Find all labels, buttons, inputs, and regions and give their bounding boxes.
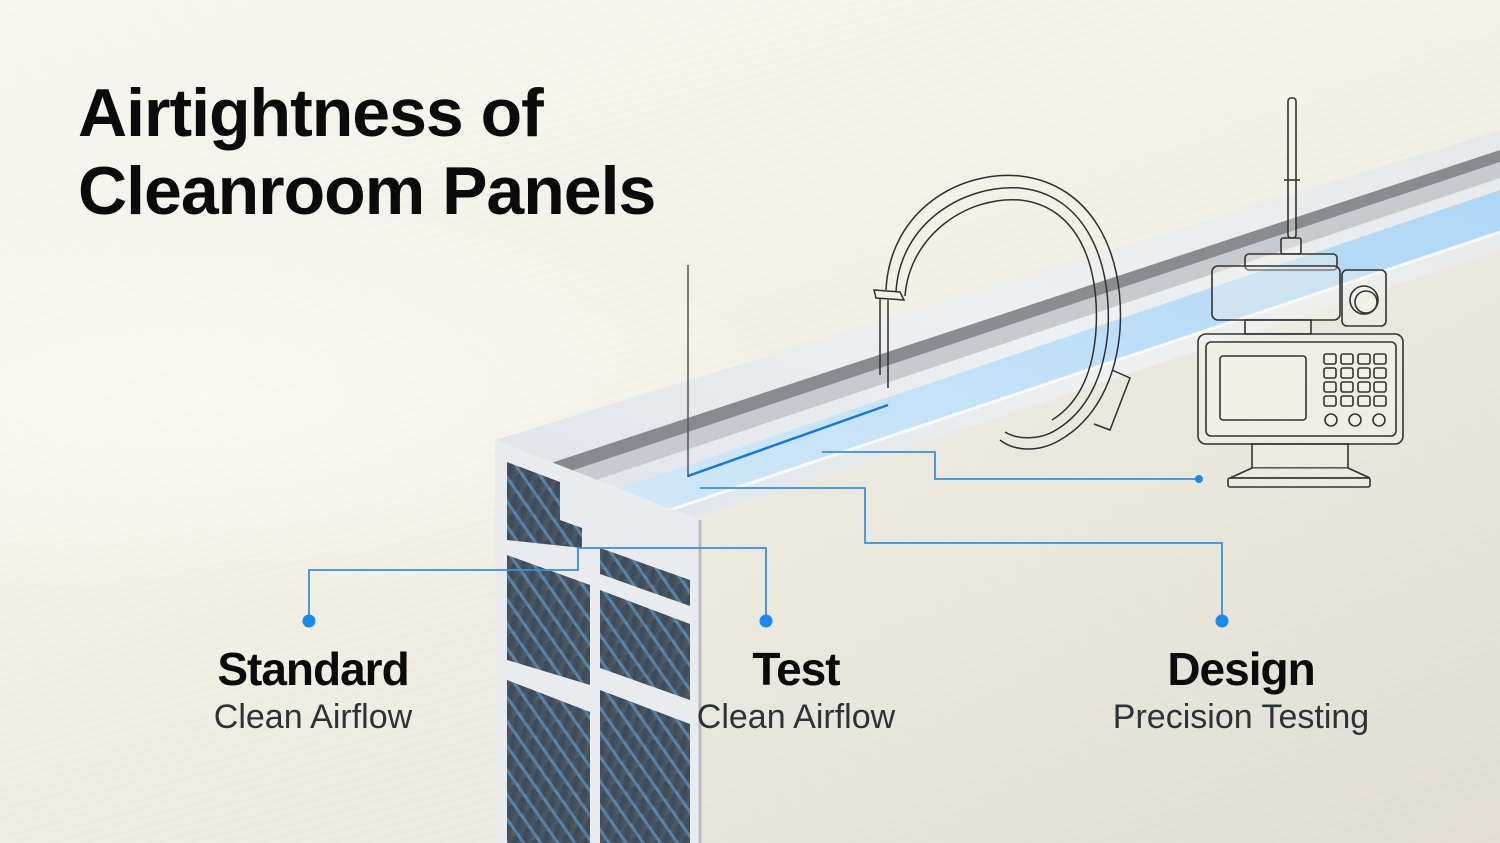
page-title: Airtightness of Cleanroom Panels <box>78 74 656 230</box>
callout-standard-label: Standard <box>217 643 409 695</box>
standard-dot <box>302 614 316 628</box>
callout-design-label: Design <box>1167 643 1315 695</box>
design-dot <box>1215 614 1229 628</box>
callout-design-sub: Precision Testing <box>1112 698 1370 736</box>
tester-dot <box>1195 475 1203 483</box>
test-dot <box>759 614 773 628</box>
panel-top-rail <box>495 130 1500 522</box>
airtightness-tester-icon <box>1197 97 1404 488</box>
title-line-1: Airtightness of <box>78 75 544 151</box>
seal-clip-icon <box>873 174 1131 450</box>
callout-test-label: Test <box>752 643 840 695</box>
title-line-2: Cleanroom Panels <box>78 153 656 229</box>
callout-standard: Standard Clean Airflow <box>143 642 483 738</box>
callout-test: Test Clean Airflow <box>626 642 966 738</box>
callout-standard-sub: Clean Airflow <box>213 698 413 736</box>
callout-design: Design Precision Testing <box>1071 642 1411 738</box>
panel-cross-section <box>495 440 702 843</box>
seal-highlight-line <box>687 403 889 478</box>
panel-side-face <box>690 250 1500 843</box>
callout-test-sub: Clean Airflow <box>696 698 896 736</box>
callout-dots <box>302 475 1229 628</box>
callout-connectors <box>308 265 1223 620</box>
keypad-icon <box>1323 353 1387 427</box>
